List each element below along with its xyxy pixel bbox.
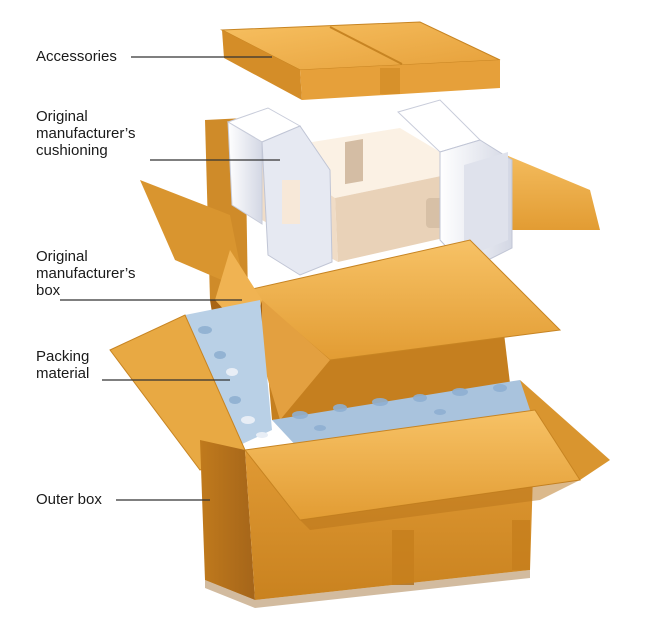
label-cushioning-line-3: cushioning xyxy=(36,142,108,159)
label-accessories-line: Accessories xyxy=(36,48,117,65)
label-inner-box-line-3: box xyxy=(36,282,61,299)
label-outer-box-line: Outer box xyxy=(36,491,102,508)
label-inner-box-line-1: Original xyxy=(36,248,88,265)
manufacturer-box xyxy=(210,239,562,420)
label-inner-box: Original manufacturer’s box xyxy=(36,248,136,299)
label-packing-line-2: material xyxy=(36,365,90,382)
leader-lines xyxy=(60,56,280,501)
accessories-box xyxy=(220,21,501,100)
label-cushioning: Original manufacturer’s cushioning xyxy=(36,108,136,159)
label-accessories: Accessories xyxy=(36,48,117,65)
label-cushioning-line-1: Original xyxy=(36,108,88,125)
manufacturer-cushioning xyxy=(226,99,513,276)
label-cushioning-line-2: manufacturer’s xyxy=(36,125,136,142)
outer-box xyxy=(109,314,610,608)
label-packing-line-1: Packing xyxy=(36,348,90,365)
label-inner-box-line-2: manufacturer’s xyxy=(36,265,136,282)
label-packing: Packing material xyxy=(36,348,89,382)
label-outer-box: Outer box xyxy=(36,491,102,508)
